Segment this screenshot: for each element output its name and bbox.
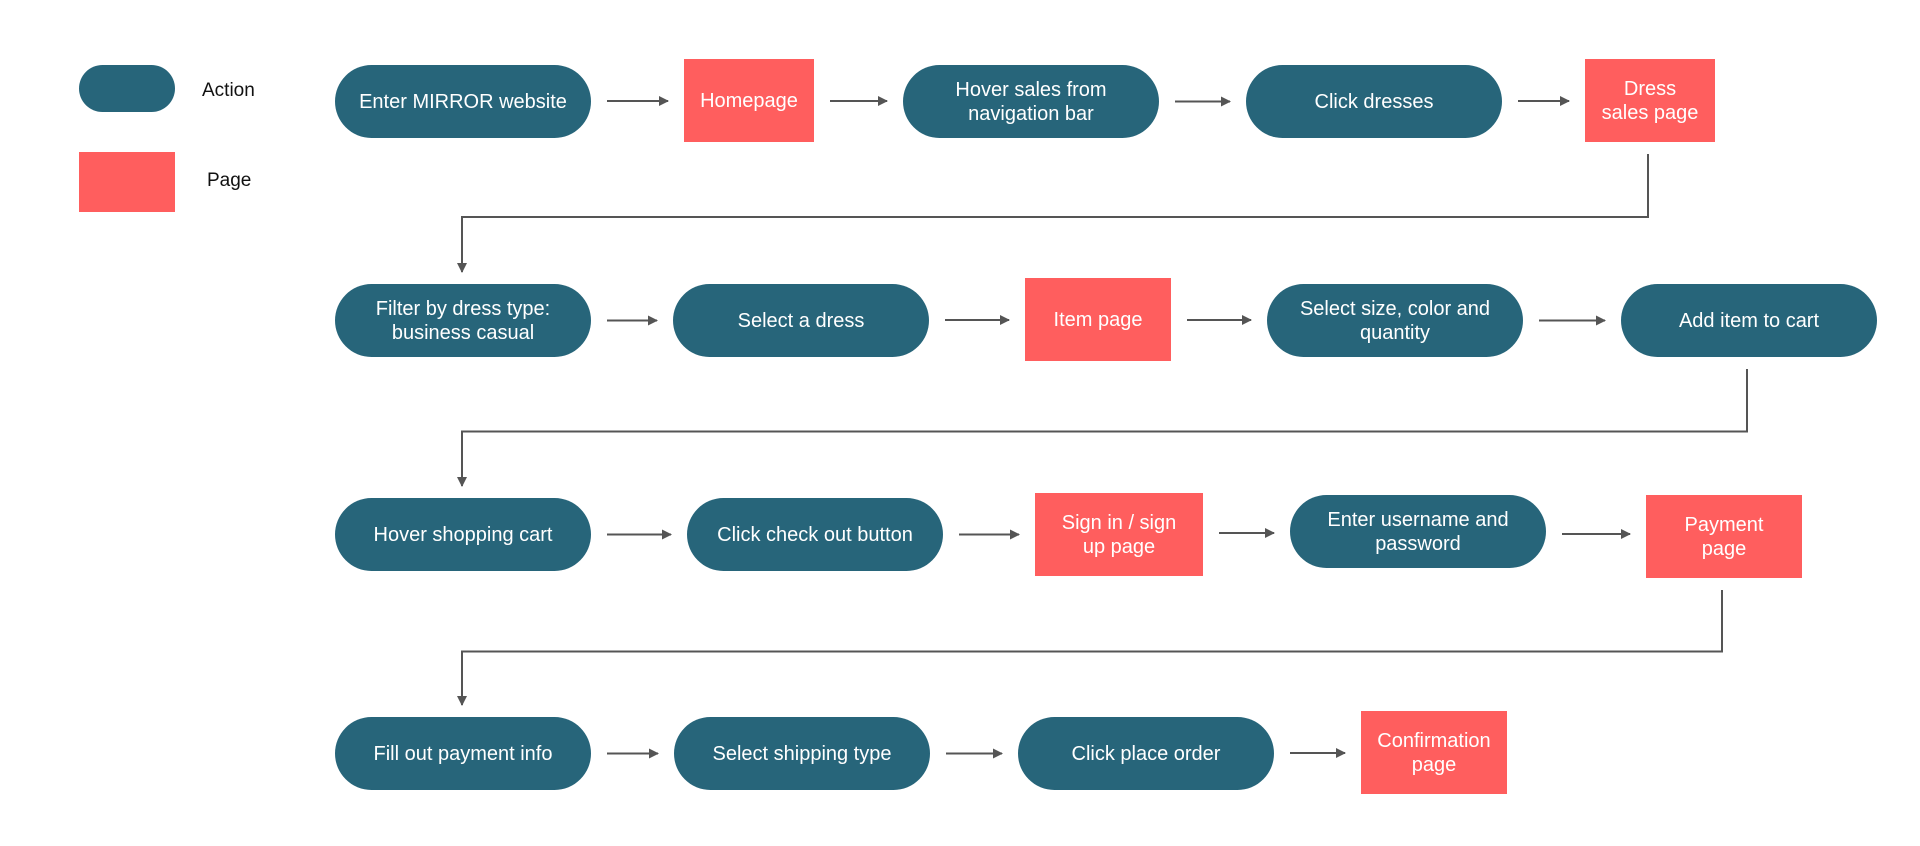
page-node-n19: Confirmation page <box>1361 711 1507 794</box>
page-node-n15: Payment page <box>1646 495 1802 578</box>
action-node-n17: Select shipping type <box>674 717 930 790</box>
action-node-n10: Add item to cart <box>1621 284 1877 357</box>
page-node-n2: Homepage <box>684 59 814 142</box>
legend-action-label: Action <box>202 80 255 101</box>
action-node-n11: Hover shopping cart <box>335 498 591 571</box>
connector-arrow-n10-n11 <box>457 369 1748 487</box>
connector-arrow-n5-n6 <box>457 154 1649 273</box>
action-node-n6: Filter by dress type: business casual <box>335 284 591 357</box>
page-node-n13: Sign in / sign up page <box>1035 493 1203 576</box>
action-node-n3: Hover sales from navigation bar <box>903 65 1159 138</box>
page-node-n5: Dress sales page <box>1585 59 1715 142</box>
connector-arrow-n15-n16 <box>457 590 1723 706</box>
legend-page-label: Page <box>207 170 252 191</box>
action-node-n4: Click dresses <box>1246 65 1502 138</box>
action-node-n16: Fill out payment info <box>335 717 591 790</box>
legend-page-swatch <box>79 152 175 212</box>
page-node-n8: Item page <box>1025 278 1171 361</box>
action-node-n18: Click place order <box>1018 717 1274 790</box>
legend-action-swatch <box>79 65 175 112</box>
action-node-n7: Select a dress <box>673 284 929 357</box>
action-node-n9: Select size, color and quantity <box>1267 284 1523 357</box>
action-node-n14: Enter username and password <box>1290 495 1546 568</box>
action-node-n12: Click check out button <box>687 498 943 571</box>
action-node-n1: Enter MIRROR website <box>335 65 591 138</box>
